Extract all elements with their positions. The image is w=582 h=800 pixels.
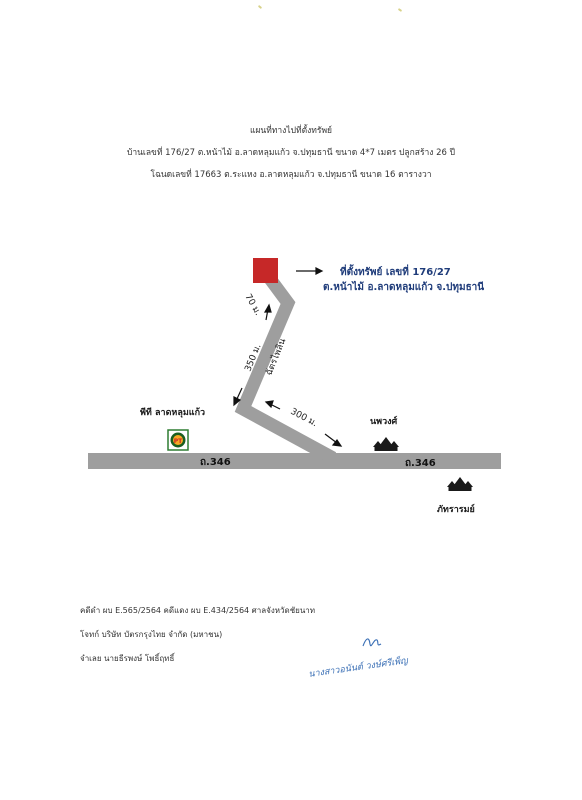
- property-address: บ้านเลขที่ 176/27 ต.หน้าไม้ อ.ลาดหลุมแก้…: [126, 148, 456, 158]
- pt-station-label: พีที ลาดหลุมแก้ว: [140, 407, 205, 418]
- road-left-label: ถ.346: [200, 457, 231, 468]
- arrow-head-icon: [315, 267, 324, 275]
- soi-road: [234, 268, 337, 464]
- defendant-line: จำเลย นายธีรพงษ์ โพธิ์ฤทธิ์: [80, 654, 175, 663]
- main-road: [88, 453, 501, 469]
- arrow-head-icon: [264, 400, 274, 409]
- route-map: ที่ตั้งทรัพย์ เลขที่ 176/27 ต.หน้าไม้ อ.…: [88, 258, 501, 515]
- landmark-2-label: ภัทรารมย์: [437, 503, 475, 515]
- case-numbers: คดีดำ ผบ E.565/2564 คดีแดง ผบ E.434/2564…: [80, 606, 316, 615]
- route-arrow-road: [324, 433, 338, 444]
- distance-top-label: 70 ม.: [242, 293, 262, 318]
- property-marker: [253, 258, 278, 283]
- arrow-head-icon: [233, 396, 242, 407]
- signature-name: นางสาวอนันต์ วงษ์ศรีเพ็ญ: [307, 656, 409, 680]
- signature-scribble-icon: [362, 638, 382, 647]
- document-title: แผนที่ทางไปที่ตั้งทรัพย์: [249, 126, 333, 136]
- village-houses-icon: [373, 437, 399, 451]
- pt-logo-icon: PT: [167, 429, 189, 451]
- property-label-line2: ต.หน้าไม้ อ.ลาดหลุมแก้ว จ.ปทุมธานี: [323, 280, 484, 293]
- property-label-line1: ที่ตั้งทรัพย์ เลขที่ 176/27: [340, 264, 451, 278]
- plaintiff-line: โจทก์ บริษัท บัตรกรุงไทย จำกัด (มหาชน): [80, 630, 223, 639]
- svg-text:PT: PT: [174, 438, 183, 445]
- distance-low-label: 300 ม.: [289, 407, 319, 429]
- village-houses-icon: [447, 477, 473, 491]
- landmark-1-label: นพวงศ์: [370, 415, 398, 427]
- road-right-label: ถ.346: [405, 458, 436, 469]
- arrow-head-icon: [263, 303, 272, 313]
- arrow-head-icon: [331, 438, 343, 447]
- title-deed-info: โฉนดเลขที่ 17663 ต.ระแหง อ.ลาดหลุมแก้ว จ…: [150, 170, 432, 180]
